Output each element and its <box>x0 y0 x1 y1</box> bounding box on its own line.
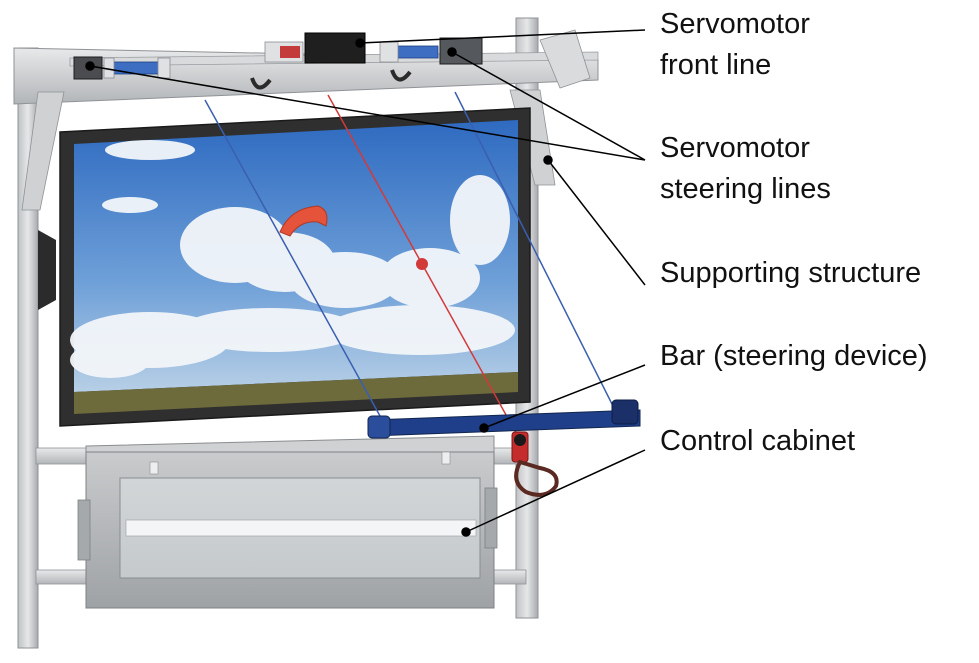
control-cabinet <box>77 435 498 609</box>
servomotor-front-line <box>304 32 366 64</box>
label-bar: Bar (steering device) <box>660 340 928 372</box>
leader-supporting-structure <box>547 159 646 286</box>
frame-brace-left <box>21 91 65 211</box>
kite <box>279 205 328 237</box>
label-servomotor-steering-lines-2: steering lines <box>660 173 831 205</box>
steering-bar <box>367 399 641 497</box>
steering-line-right <box>454 91 616 411</box>
leader-steering-left <box>89 65 646 161</box>
spool-left <box>111 61 161 75</box>
label-servomotor-front-line: Servomotor front line <box>660 4 810 86</box>
steering-line-left <box>204 99 386 426</box>
label-servomotor-front-line-1: Servomotor <box>660 8 810 40</box>
screen-ground <box>74 372 518 414</box>
leader-control-cabinet <box>465 449 646 533</box>
spool-right <box>397 45 439 59</box>
servomotors <box>73 32 483 90</box>
leader-bar <box>483 364 646 429</box>
label-supporting-structure: Supporting structure <box>660 257 922 289</box>
clouds <box>70 140 515 378</box>
front-line-marker <box>416 258 428 270</box>
leader-steering-right <box>451 51 646 161</box>
frame-side-bracket <box>38 230 56 310</box>
leader-front-line <box>359 29 646 44</box>
label-servomotor-steering-lines: Servomotor steering lines <box>660 128 831 210</box>
cabinet-din-rail <box>125 519 477 537</box>
label-servomotor-steering-lines-1: Servomotor <box>660 132 810 164</box>
lines <box>204 91 616 441</box>
servomotor-steering-right <box>439 37 483 65</box>
bar-chicken-loop <box>514 459 559 497</box>
leader-lines <box>85 29 646 537</box>
label-servomotor-front-line-2: front line <box>660 49 772 81</box>
label-control-cabinet: Control cabinet <box>660 425 856 457</box>
display-screen <box>59 107 531 427</box>
